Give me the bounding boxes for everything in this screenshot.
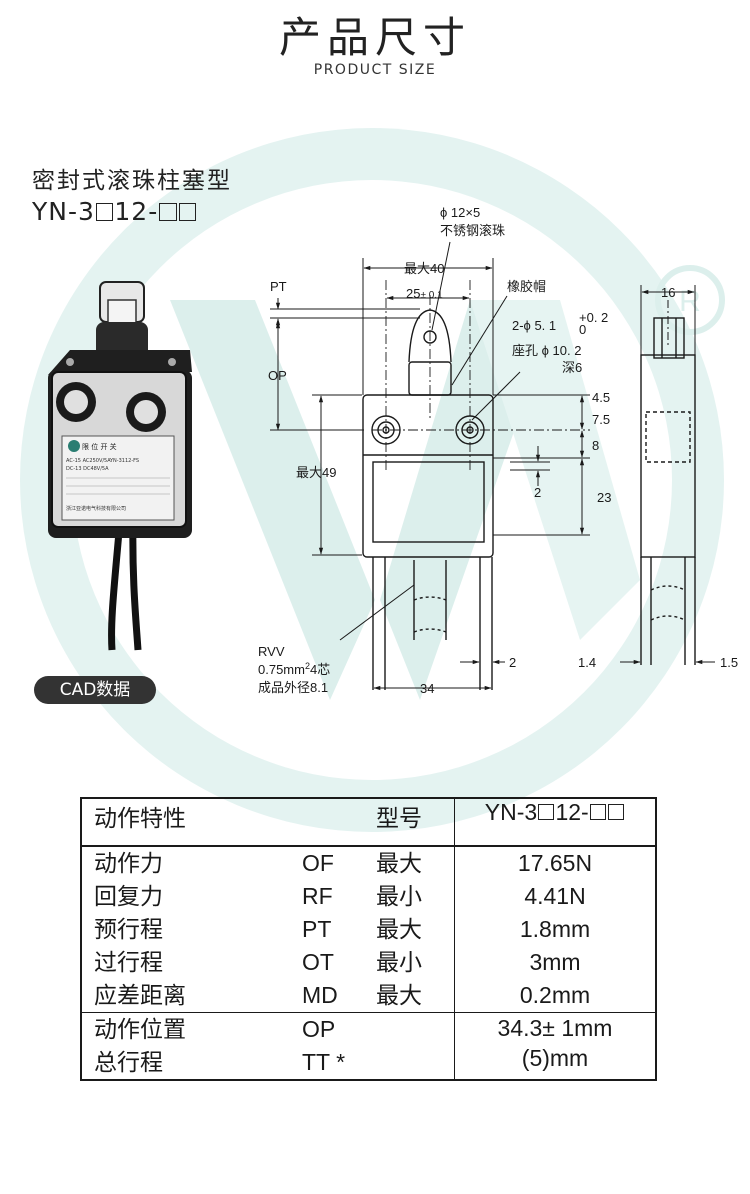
model-placeholder-box [159,203,177,221]
row-value: 0.2mm [519,982,591,1008]
side-dim-1-5: 1.5 [720,655,738,670]
side-dim-1-4: 1.4 [578,655,596,670]
row-code: MD [302,982,338,1008]
dim-23: 23 [597,490,611,505]
spec-group-forces: 动作力 回复力 预行程 过行程 应差距离 OF RF PT OT MD 最大 最… [81,846,656,1013]
header-characteristics: 动作特性 [81,798,302,847]
row-name: 动作力 [94,850,163,876]
row-name: 过行程 [94,949,163,975]
svg-text:DC-13 DC48V/5A: DC-13 DC48V/5A [66,466,109,472]
dim-8: 8 [592,438,599,453]
row-code: OF [302,850,334,876]
row-limit: 最大 [376,916,422,942]
cable-spec: 0.75mm24芯 [258,661,330,677]
dim-34: 34 [420,681,434,696]
dim-pitch: 25± 0.1 [406,286,443,301]
row-limit: 最大 [376,850,422,876]
counterbore-spec: 座孔 ϕ 10. 2 [512,343,581,358]
dim-7-5: 7.5 [592,412,610,427]
dim-op: OP [268,368,287,383]
dim-max-height: 最大49 [296,465,336,480]
dim-4-5: 4.5 [592,390,610,405]
cad-data-button[interactable]: CAD数据 [34,676,156,704]
hole-spec: 2-ϕ 5. 1 [512,318,556,333]
svg-text:浙江亚诺电气科技有限公司: 浙江亚诺电气科技有限公司 [66,505,126,512]
row-name: 总行程 [94,1049,163,1075]
row-name: 动作位置 [94,1016,186,1042]
row-value: 4.41N [524,883,586,909]
row-limit: 最小 [376,883,422,909]
cable-diameter: 成品外径8.1 [258,680,328,695]
row-limit: 最小 [376,949,422,975]
dim-max-width: 最大40 [404,261,444,276]
row-code: PT [302,916,332,942]
row-value: 17.65N [517,850,593,876]
dim-2-right: 2 [509,655,516,670]
row-code: OT [302,949,334,975]
model-placeholder-box [95,203,114,221]
hole-tol-lower: 0 [579,322,586,337]
row-value: 3mm [529,949,581,975]
roller-spec: ϕ 12×5 [440,205,480,220]
photo-nameplate: 限 位 开 关 [82,442,117,451]
row-name: 预行程 [94,916,163,942]
row-code: RF [302,883,333,909]
row-value: (5)mm [521,1045,589,1071]
rubber-cap-label: 橡胶帽 [507,279,546,294]
side-dim-16: 16 [661,285,675,300]
model-placeholder-box [178,203,197,221]
counterbore-depth: 深6 [562,360,582,375]
row-code: TT * [302,1049,346,1075]
product-name: 密封式滚珠柱塞型 [32,168,232,194]
page-title: 产品尺寸 [278,13,471,62]
row-value: 34.3± 1mm [497,1015,613,1041]
row-limit: 最大 [376,982,422,1008]
dim-pt: PT [270,279,287,294]
row-name: 回复力 [94,883,163,909]
page-subtitle: PRODUCT SIZE [313,62,437,78]
svg-text:YN-3112-FS: YN-3112-FS [109,458,139,464]
row-value: 1.8mm [519,916,591,942]
hole-tol-upper: +0. 2 [579,310,608,325]
header-model-label: 型号 [376,798,455,847]
spec-group-positions: 动作位置 总行程 OP TT * 34.3± 1mm (5)mm [81,1012,656,1080]
row-code: OP [302,1016,336,1042]
svg-text:AC-15 AC250V/5A: AC-15 AC250V/5A [66,458,111,464]
row-name: 应差距离 [94,982,186,1008]
cable-type: RVV [258,644,285,659]
dim-2-small: 2 [534,485,541,500]
roller-material: 不锈钢滚珠 [440,223,505,238]
